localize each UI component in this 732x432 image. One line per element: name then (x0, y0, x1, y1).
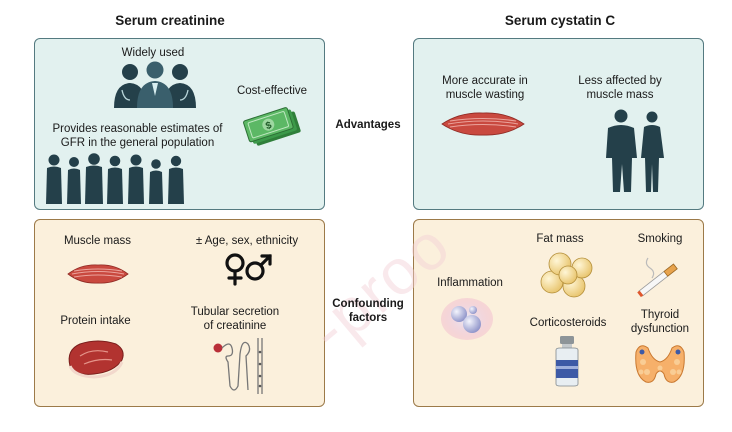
cystatin-header: Serum cystatin C (504, 13, 616, 28)
muscle-mass-icon (67, 264, 129, 284)
inflammation-icon (441, 298, 493, 340)
advantages-label: Advantages (335, 119, 401, 131)
reasonable-estimates-label: Provides reasonable estimates of GFR in … (52, 123, 223, 149)
corticosteroids-label: Corticosteroids (529, 317, 607, 329)
gender-symbols-icon (225, 253, 272, 286)
money-icon: $ (243, 107, 301, 146)
muscle-mass-label: Muscle mass (63, 235, 132, 247)
tubular-secretion-label: Tubular secretion of creatinine (190, 306, 280, 332)
less-affected-label: Less affected by muscle mass (578, 75, 662, 101)
smoking-label: Smoking (637, 233, 683, 245)
vial-icon (555, 336, 579, 387)
creatinine-header: Serum creatinine (115, 13, 225, 28)
steak-icon (68, 340, 124, 379)
thyroid-label: Thyroid dysfunction (630, 309, 690, 335)
protein-intake-label: Protein intake (60, 315, 131, 327)
muscle-icon (441, 112, 525, 136)
cigarette-icon (637, 257, 678, 298)
muscle-wasting-label: More accurate in muscle wasting (442, 75, 528, 101)
doctors-icon (114, 61, 196, 108)
fat-cells-icon (540, 252, 593, 298)
body-silhouettes-icon (606, 109, 664, 192)
fat-mass-label: Fat mass (536, 233, 584, 245)
confounding-label: Confounding factors (332, 298, 404, 324)
nephron-icon (213, 338, 263, 394)
cost-effective-label: Cost-effective (236, 85, 308, 97)
crowd-icon (46, 153, 184, 204)
svg-text:$: $ (264, 120, 273, 132)
widely-used-label: Widely used (121, 47, 185, 59)
thyroid-icon (635, 345, 685, 383)
age-sex-label: ± Age, sex, ethnicity (195, 235, 299, 247)
inflammation-label: Inflammation (437, 277, 503, 289)
